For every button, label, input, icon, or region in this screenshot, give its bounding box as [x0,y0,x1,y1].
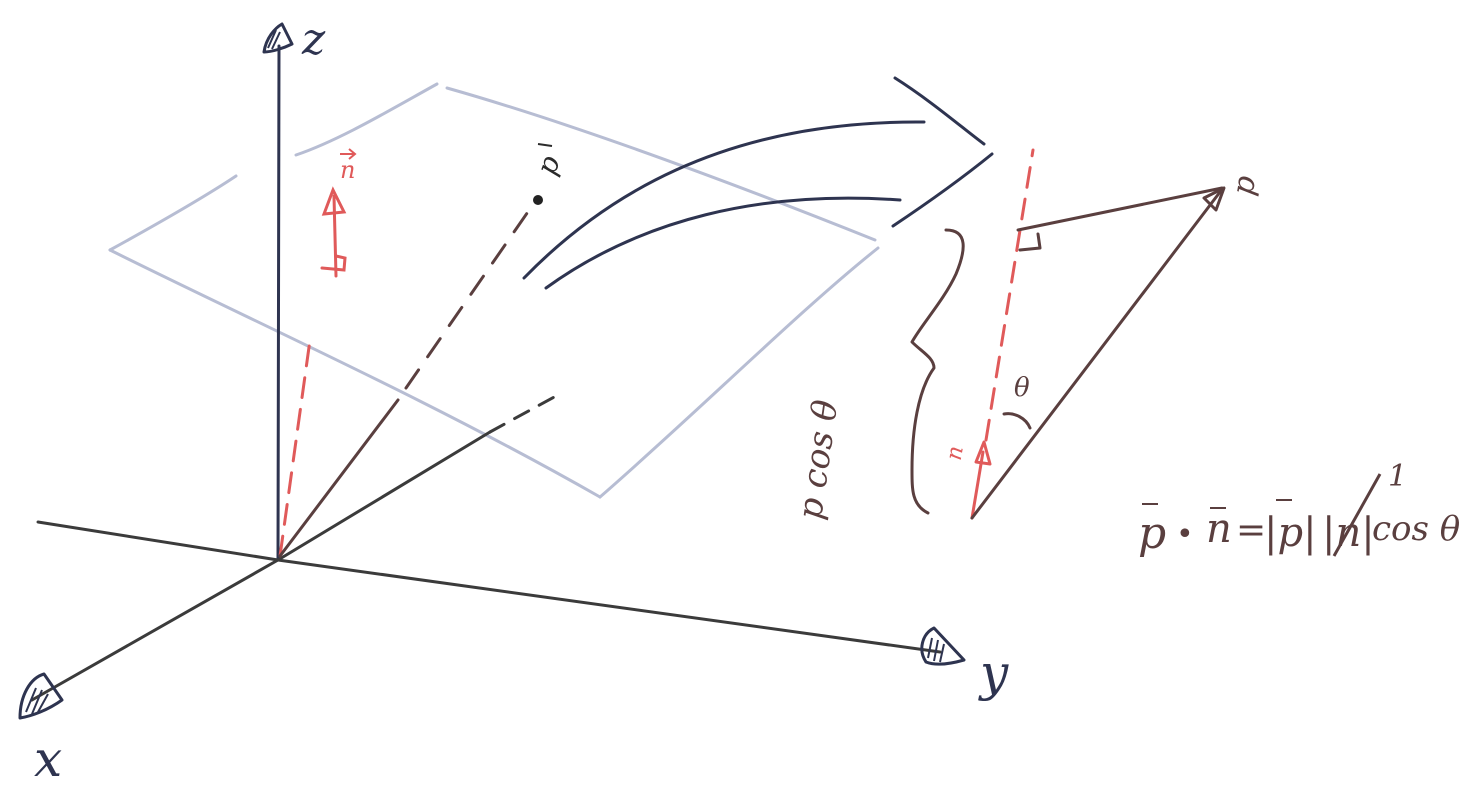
zoom-arrow [522,76,994,290]
detail-curly-brace [910,228,965,515]
p-vector-dashed [404,204,534,390]
plane-normal-label-arrow-icon [340,148,357,160]
equation-n: n [1206,506,1232,552]
y-axis [276,558,942,654]
detail-projection-line [1016,186,1224,232]
normal-arrowhead-icon [321,186,347,216]
y-arrowhead-icon [920,626,966,666]
equation-vec-arrows-icon [1142,499,1292,509]
detail-n-label: n [942,444,969,462]
x-axis-back [36,520,280,562]
plane-edge-left-lower [108,248,602,499]
x-arrowhead-hatch [25,687,49,715]
projection-annotation: p cos θ [790,397,846,522]
x-axis [30,558,280,702]
p-vector-plane [278,195,543,558]
normal-arrow-shaft [332,194,338,278]
detail-angle-arc [1002,412,1032,430]
z-arrowhead-hatch [267,29,281,50]
detail-view [910,148,1226,520]
detail-p-label: p [1225,173,1263,198]
detail-p-arrowhead-icon [1202,186,1226,212]
right-angle-mark [320,254,347,272]
zoom-curve-upper [522,120,926,280]
plane-edge-top-left [294,82,439,157]
zoom-curve-lower [544,196,902,290]
plane-p-label-arrow-icon [537,143,553,147]
normal-vector-plane [278,186,347,558]
z-arrowhead-icon [262,22,294,54]
axes [30,44,942,702]
x-arrowhead-icon [18,672,64,720]
normal-dashed-from-origin [278,338,312,558]
p-vector-solid [278,398,400,558]
axis-arrowheads [18,22,966,720]
plane-normal-label: n [340,156,355,184]
z-axis-label: z [301,14,326,65]
y-arrowhead-hatch [927,637,945,663]
plane-edge-top-right [445,86,877,242]
projection-label-rest: cos θ [795,397,847,490]
plane [108,82,880,499]
projection-label-p: p [790,495,833,522]
y-axis-label: y [978,644,1009,702]
zoom-arrowhead-lower [891,152,994,228]
equation-one: 1 [1388,459,1407,494]
dot-product-equation: p • n = |p| |n| cos θ 1 [1138,459,1460,559]
equation-mag-p: |p| [1264,510,1317,556]
x-axis-label: x [34,730,62,788]
plane-p-label: p [530,151,567,179]
detail-angle-label: θ [1014,373,1030,403]
equation-equals: = [1236,510,1266,551]
plane-edge-right [598,246,880,499]
equation-p: p [1138,508,1166,559]
plane-edge-left-upper [108,174,238,252]
equation-cos: cos θ [1372,509,1460,549]
zoom-arrowhead-upper [893,76,986,146]
p-point [533,195,543,205]
detail-right-angle-mark [1018,232,1042,252]
equation-dot: • [1176,517,1194,552]
origin-diagonal [276,430,492,562]
equation-strike [1332,473,1382,557]
detail-p-vector [970,190,1222,520]
z-axis [276,44,281,562]
detail-normal-dashed [984,148,1035,442]
detail-normal-arrowhead-icon [974,440,992,466]
axis-dashed-continuation [488,394,558,434]
